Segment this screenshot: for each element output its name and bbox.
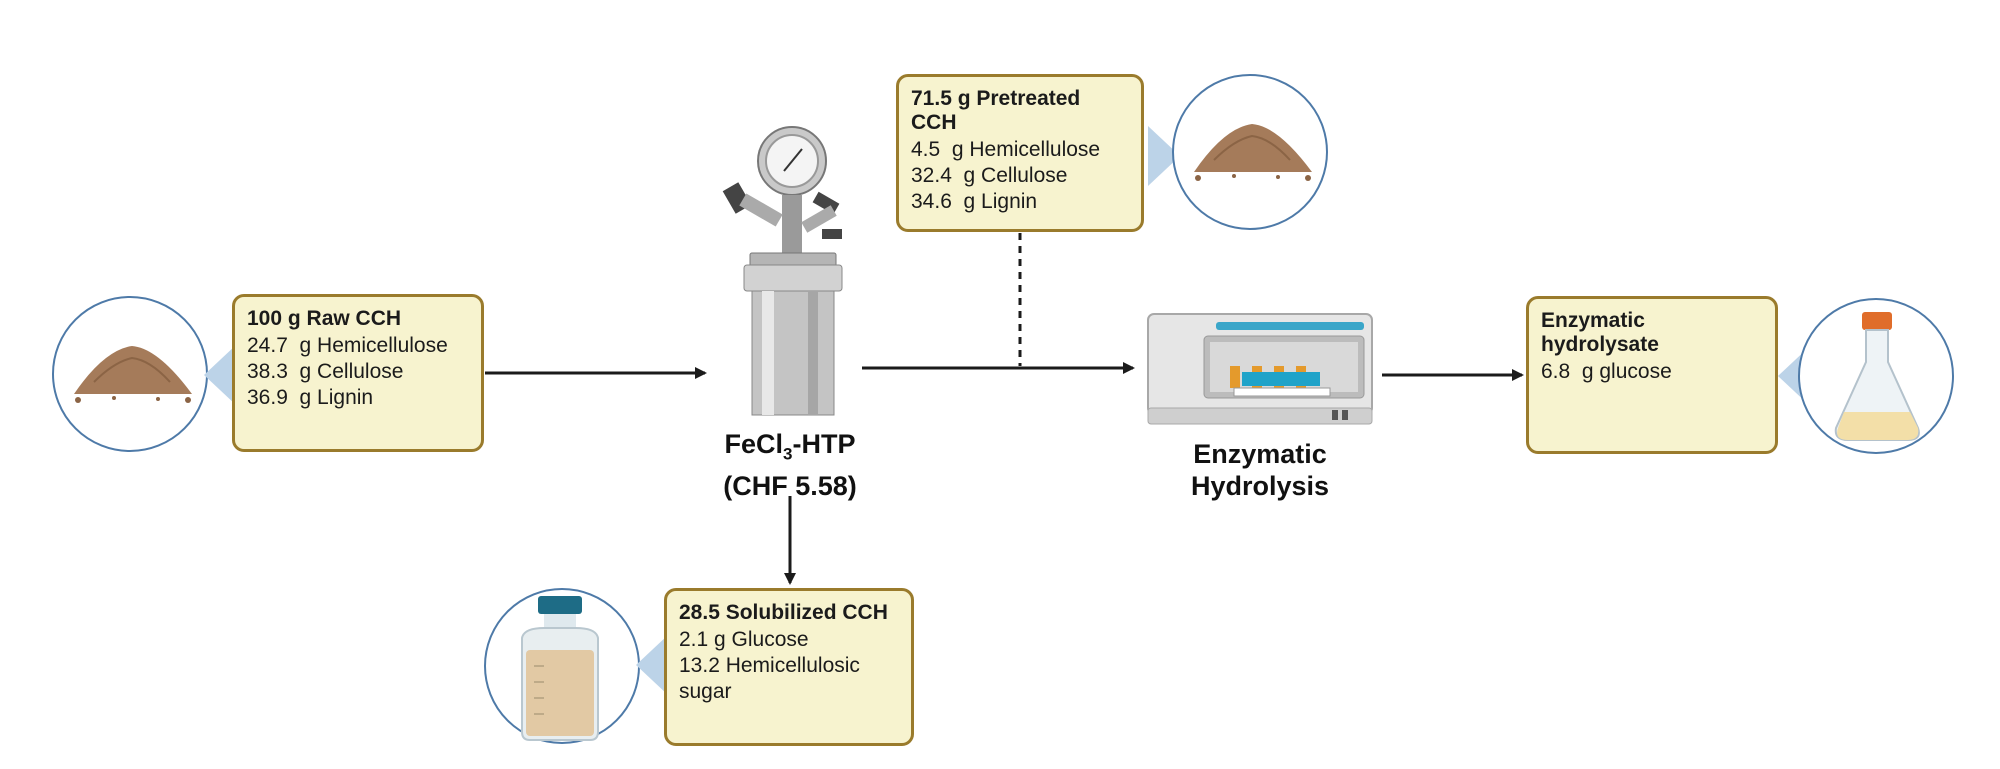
raw-cch-line: 36.9 g Lignin xyxy=(247,386,374,409)
raw-cch-title: 100 g Raw CCH xyxy=(247,307,402,330)
biomass-pile-icon xyxy=(74,346,192,403)
reactor-label: FeCl3-HTP (CHF 5.58) xyxy=(690,428,890,502)
solubilized-bottle-circle xyxy=(484,588,640,744)
hydrolysate-box: Enzymatic hydrolysate 6.8 g glucose xyxy=(1526,296,1778,454)
incubator-shaker-icon xyxy=(1147,313,1373,425)
pretreated-cch-line: 4.5 g Hemicellulose xyxy=(911,138,1101,161)
solubilized-cch-box: 28.5 Solubilized CCH 2.1 g Glucose 13.2 … xyxy=(664,588,914,746)
biomass-pile-icon xyxy=(1194,124,1312,181)
raw-cch-box: 100 g Raw CCH 24.7 g Hemicellulose 38.3 … xyxy=(232,294,484,452)
hydrolysis-label: Enzymatic Hydrolysis xyxy=(1160,438,1360,502)
solubilized-callout-pointer xyxy=(636,635,668,695)
hydrolysate-flask-circle xyxy=(1798,298,1954,454)
reactor-label-line2: (CHF 5.58) xyxy=(723,471,857,502)
pretreated-callout-pointer xyxy=(1148,126,1180,186)
erlenmeyer-flask-icon xyxy=(1834,312,1920,441)
pretreated-biomass-circle xyxy=(1172,74,1328,230)
raw-cch-line: 38.3 g Cellulose xyxy=(247,360,404,383)
raw-cch-line: 24.7 g Hemicellulose xyxy=(247,334,448,357)
solubilized-cch-title: 28.5 Solubilized CCH xyxy=(679,601,888,624)
solubilized-cch-line: 2.1 g Glucose xyxy=(679,628,809,651)
pretreated-cch-line: 34.6 g Lignin xyxy=(911,190,1038,213)
hydrolysate-line: 6.8 g glucose xyxy=(1541,360,1672,383)
media-bottle-icon xyxy=(521,596,599,741)
raw-callout-pointer xyxy=(204,345,236,405)
hydrolysis-label-line1: Enzymatic xyxy=(1193,439,1327,469)
hydrolysate-title: Enzymatic hydrolysate xyxy=(1541,309,1659,356)
pretreated-cch-box: 71.5 g Pretreated CCH 4.5 g Hemicellulos… xyxy=(896,74,1144,232)
hydrolysis-label-line2: Hydrolysis xyxy=(1190,471,1330,501)
reactor-label-line1: FeCl3-HTP xyxy=(724,429,856,464)
pressure-reactor-icon xyxy=(722,126,843,416)
solubilized-cch-line: sugar xyxy=(679,680,732,703)
pretreated-cch-title: 71.5 g Pretreated CCH xyxy=(911,87,1081,134)
raw-biomass-circle xyxy=(52,296,208,452)
solubilized-cch-line: 13.2 Hemicellulosic xyxy=(679,654,860,677)
pretreated-cch-line: 32.4 g Cellulose xyxy=(911,164,1068,187)
